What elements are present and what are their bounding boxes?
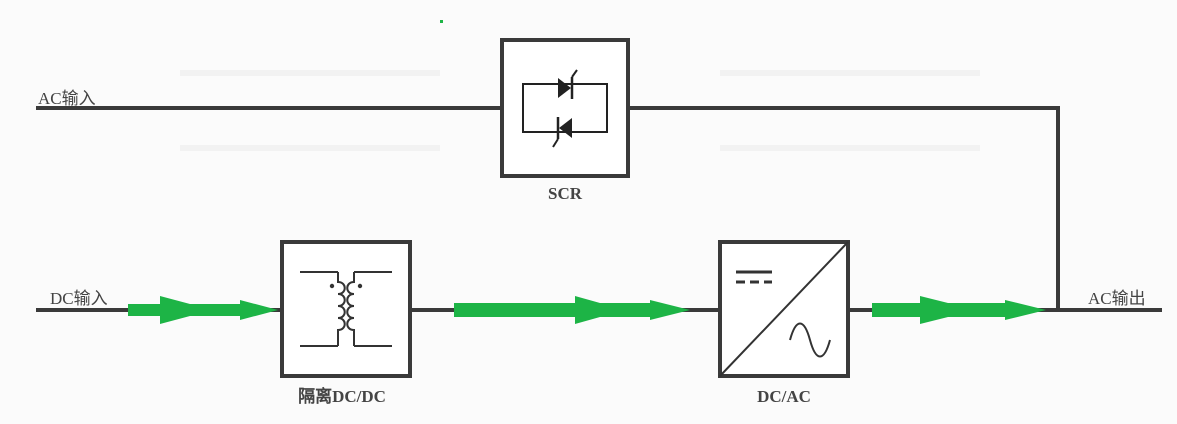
green-speck: [440, 20, 443, 23]
isolation-transformer-icon: [300, 271, 392, 347]
thyristor-antiparallel-icon: [522, 69, 608, 148]
scr-block: SCR: [500, 38, 630, 203]
dcdc-box: [280, 240, 412, 378]
dcac-block: DC/AC: [718, 240, 850, 406]
scr-box: [500, 38, 630, 178]
ac-output-label: AC输出: [1088, 289, 1146, 308]
background-band: [180, 145, 440, 151]
isolated-dcdc-label: 隔离DC/DC: [298, 386, 386, 406]
background-band: [720, 70, 980, 76]
flow-arrow: [128, 296, 278, 324]
dc-input-label: DC输入: [50, 289, 108, 308]
background-band: [720, 145, 980, 151]
ac-input-label: AC输入: [38, 89, 96, 108]
dcac-label: DC/AC: [757, 387, 811, 406]
flow-arrow: [872, 296, 1046, 324]
scr-label: SCR: [548, 184, 583, 203]
inverter-dc-to-ac-icon: [719, 241, 849, 377]
background-band: [180, 70, 440, 76]
bypass-path: AC输入: [36, 89, 1060, 310]
flow-arrow: [454, 296, 690, 324]
isolated-dcdc-block: 隔离DC/DC: [280, 240, 412, 406]
power-flow-arrows: [128, 296, 1046, 324]
